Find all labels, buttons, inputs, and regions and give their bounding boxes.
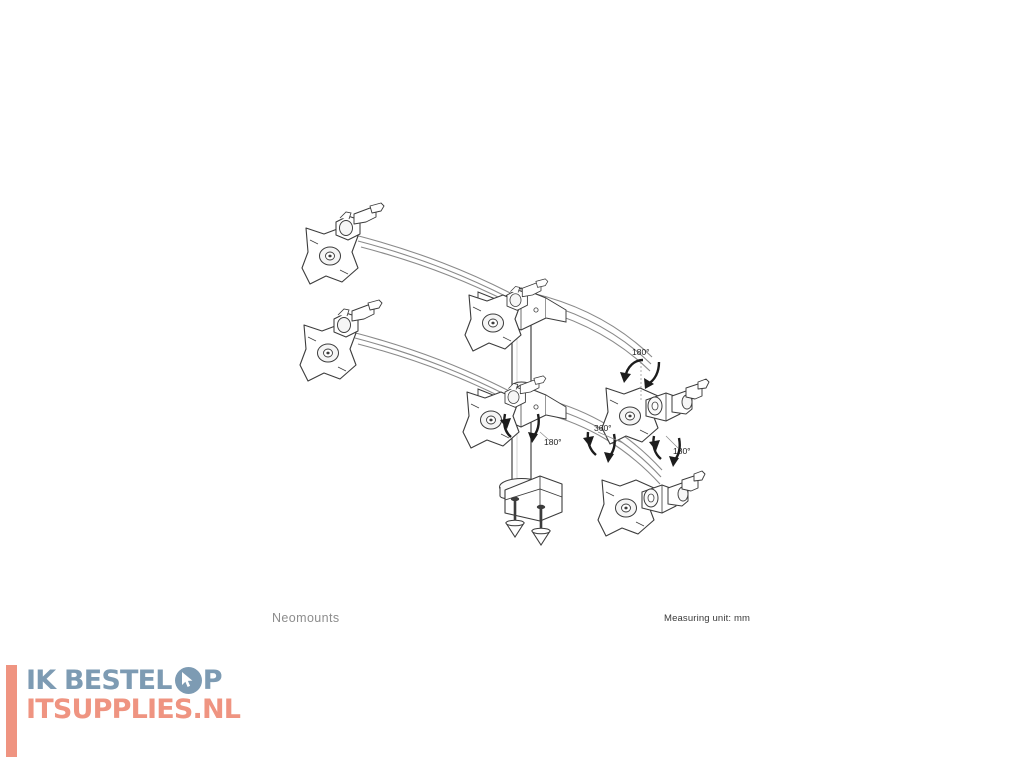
annotation-180-bottom-right: 180° (673, 446, 691, 456)
logo-text-block: IK BESTEL P ITSUPPLIES.NL (26, 666, 241, 725)
annotation-360-tilt: 360° (594, 423, 612, 433)
brand-label: Neomounts (272, 611, 340, 625)
rotation-arrow-360 (583, 431, 624, 463)
rotation-arrow-bottom-right (649, 435, 681, 467)
store-logo: IK BESTEL P ITSUPPLIES.NL (0, 660, 260, 760)
monitor-head-mid-left (299, 299, 383, 382)
product-technical-drawing: 180° 180° 360° 180° (299, 202, 710, 546)
rotation-arrow-top-right (620, 358, 661, 400)
monitor-head-top-left (301, 202, 385, 285)
product-drawing-svg (299, 202, 710, 546)
measuring-unit-label: Measuring unit: mm (664, 613, 751, 624)
annotation-180-pole: 180° (544, 437, 562, 447)
desk-clamp (498, 475, 563, 546)
logo-line-primary-text: IK BESTEL (26, 665, 173, 696)
logo-line-primary: IK BESTEL P (26, 666, 240, 695)
logo-line-primary-suffix: P (202, 665, 223, 696)
mouse-pointer-icon (174, 667, 202, 694)
logo-accent-bar (6, 665, 17, 757)
monitor-head-right-lower (597, 470, 706, 537)
monitor-head-right-upper (601, 378, 710, 445)
rotation-arrow-pole (500, 413, 550, 443)
annotation-180-top-right: 180° (632, 347, 650, 357)
logo-line-secondary: ITSUPPLIES.NL (26, 694, 241, 725)
